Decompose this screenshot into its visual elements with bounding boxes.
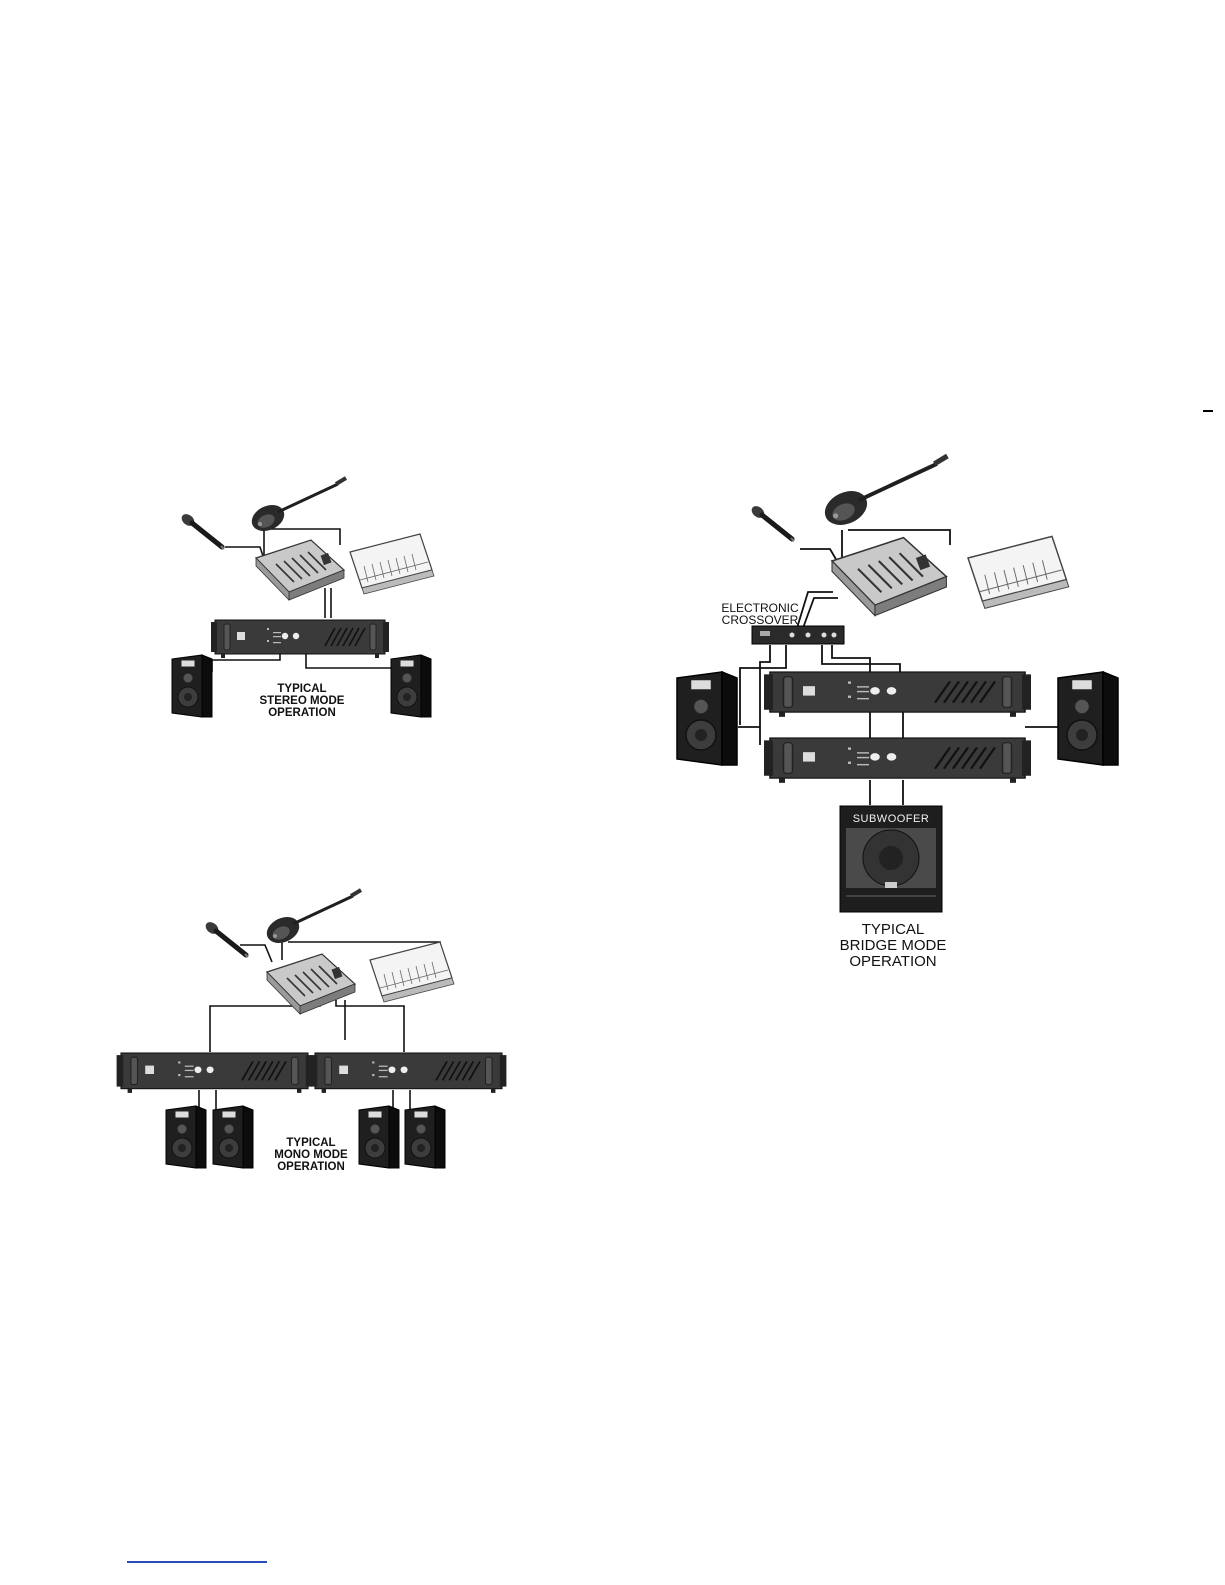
keyboard-icon — [370, 942, 454, 1002]
bridge-caption-line-1: TYPICAL — [862, 921, 925, 938]
speaker-icon — [172, 655, 212, 717]
mono-caption-line-3: OPERATION — [277, 1161, 345, 1173]
speaker-icon — [213, 1106, 253, 1168]
stereo-caption-line-3: OPERATION — [268, 707, 336, 719]
speaker-icon — [677, 672, 737, 765]
microphone-icon — [749, 504, 794, 541]
stereo-mode-diagram: TYPICAL STEREO MODE OPERATION — [172, 478, 434, 719]
speaker-icon — [405, 1106, 445, 1168]
microphone-icon — [203, 920, 248, 957]
amplifier-icon — [764, 672, 1031, 717]
stereo-caption-line-1: TYPICAL — [277, 683, 326, 695]
bass-guitar-icon — [248, 478, 346, 536]
mono-caption-line-2: MONO MODE — [274, 1149, 348, 1161]
mixer-icon — [832, 538, 946, 616]
amplifier-icon — [117, 1053, 313, 1093]
bridge-caption-line-2: BRIDGE MODE — [840, 937, 947, 954]
speaker-icon — [1058, 672, 1118, 765]
speaker-icon — [391, 655, 431, 717]
mono-caption-line-1: TYPICAL — [286, 1137, 335, 1149]
crop-mark — [1203, 410, 1213, 412]
amplifier-icon — [311, 1053, 507, 1093]
footer-link-underline — [127, 1561, 267, 1563]
speaker-icon — [359, 1106, 399, 1168]
crossover-label-line-2: CROSSOVER — [722, 613, 799, 627]
crossover-icon — [752, 626, 844, 644]
bridge-caption-line-3: OPERATION — [849, 953, 936, 970]
mono-mode-diagram: TYPICAL MONO MODE OPERATION — [117, 890, 507, 1173]
microphone-icon — [179, 512, 224, 549]
mixer-icon — [267, 954, 355, 1014]
keyboard-icon — [350, 534, 434, 594]
amplifier-icon — [764, 738, 1031, 783]
subwoofer-label: SUBWOOFER — [853, 813, 930, 825]
bass-guitar-icon — [819, 456, 947, 531]
bridge-mode-diagram: ELECTRONIC CROSSOVER SUBWOOFER TYPICAL B… — [677, 456, 1118, 970]
speaker-icon — [166, 1106, 206, 1168]
keyboard-icon — [968, 536, 1069, 608]
bass-guitar-icon — [263, 890, 361, 948]
stereo-caption-line-2: STEREO MODE — [260, 695, 345, 707]
amplifier-icon — [211, 620, 389, 658]
